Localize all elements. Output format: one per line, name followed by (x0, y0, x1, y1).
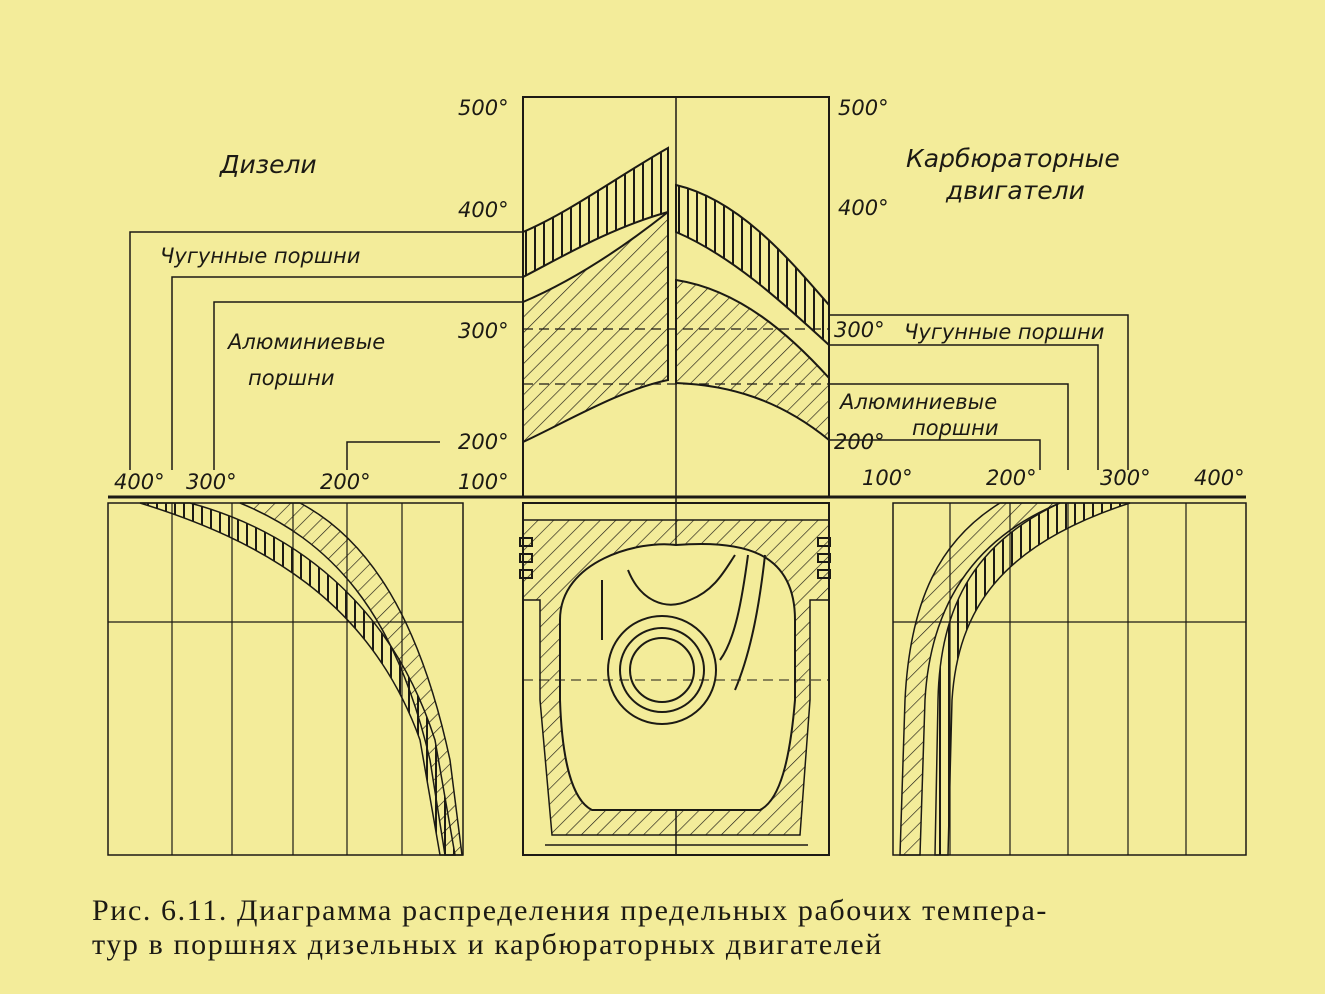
h-tick-left-400: 400° (114, 470, 165, 494)
v-tick-left-400: 400° (458, 198, 509, 222)
figure-caption-line2: тур в поршнях дизельных и карбюраторных … (92, 928, 883, 961)
leader-aluminum-right-outer (829, 383, 1069, 470)
cast-iron-label-left: Чугунные поршни (160, 244, 361, 268)
leader-cast-iron-right-inner (829, 344, 1099, 470)
aluminum-label-right-line2: поршни (912, 416, 999, 440)
h-tick-left-100: 100° (458, 470, 509, 494)
carb-cast-iron-band (675, 183, 830, 348)
diesel-side-aluminum-curve (239, 502, 463, 856)
leader-cast-iron-right-outer (829, 314, 1129, 470)
v-tick-left-500: 500° (458, 96, 509, 120)
cast-iron-label-right: Чугунные поршни (904, 320, 1105, 344)
carburetor-heading-line2: двигатели (946, 176, 1085, 205)
leader-cast-iron-left-outer (129, 231, 523, 470)
v-tick-right-300: 300° (834, 318, 885, 342)
v-tick-right-200: 200° (834, 430, 885, 454)
leader-cast-iron-left-inner (171, 276, 523, 470)
v-tick-right-400: 400° (838, 196, 889, 220)
carb-side-cast-iron-curve (934, 502, 1131, 856)
h-tick-right-300: 300° (1100, 466, 1151, 490)
aluminum-label-right-line1: Алюминиевые (840, 390, 998, 414)
leader-aluminum-right-inner (829, 439, 1041, 470)
figure-caption-line1: Рис. 6.11. Диаграмма распределения преде… (92, 894, 1049, 927)
v-tick-left-300: 300° (458, 319, 509, 343)
leader-aluminum-left-200 (346, 441, 440, 470)
h-tick-left-300: 300° (186, 470, 237, 494)
diesel-heading: Дизели (220, 150, 317, 179)
h-tick-right-400: 400° (1194, 466, 1245, 490)
v-tick-left-200: 200° (458, 430, 509, 454)
h-tick-left-200: 200° (320, 470, 371, 494)
carb-side-aluminum-curve (899, 502, 1061, 856)
h-tick-right-200: 200° (986, 466, 1037, 490)
piston-section (519, 502, 831, 856)
diesel-aluminum-band (522, 209, 669, 444)
v-tick-right-500: 500° (838, 96, 889, 120)
h-tick-right-100: 100° (862, 466, 913, 490)
aluminum-label-left-line1: Алюминиевые (228, 330, 386, 354)
aluminum-label-left-line2: поршни (248, 366, 335, 390)
leader-aluminum-left-outer (213, 301, 523, 470)
carburetor-heading-line1: Карбюраторные (906, 144, 1120, 173)
